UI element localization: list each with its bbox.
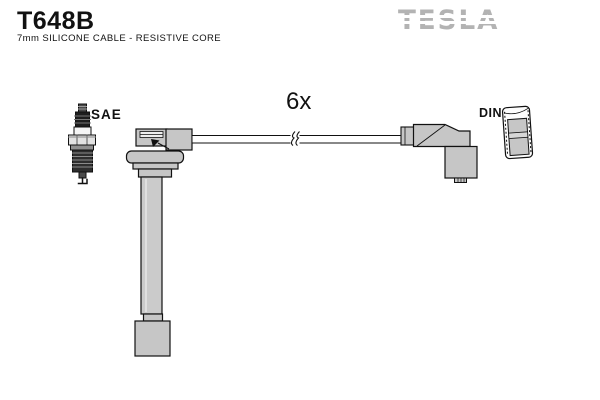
tesla-logo-text: TESLA: [398, 7, 507, 35]
logo-stripe: [396, 15, 512, 18]
cable-spec-subtitle: 7mm SILICONE CABLE - RESISTIVE CORE: [17, 33, 222, 44]
cable-break-mark: [295, 131, 300, 146]
spark-plug-boot-icon: [125, 128, 193, 357]
coil-boot-icon: [400, 123, 478, 183]
part-number: T648B: [17, 7, 95, 35]
sae-label: SAE: [91, 107, 122, 122]
tesla-logo: TESLA: [396, 7, 512, 35]
din-terminal-icon: [501, 105, 534, 160]
logo-stripe: [396, 21, 512, 24]
cable-break-mark: [290, 131, 296, 146]
spark-plug-icon: [68, 103, 96, 185]
quantity-label: 6x: [286, 88, 311, 115]
cable-break-gap: [290, 133, 300, 145]
din-label: DIN: [479, 106, 502, 120]
cable-line: [191, 131, 402, 146]
